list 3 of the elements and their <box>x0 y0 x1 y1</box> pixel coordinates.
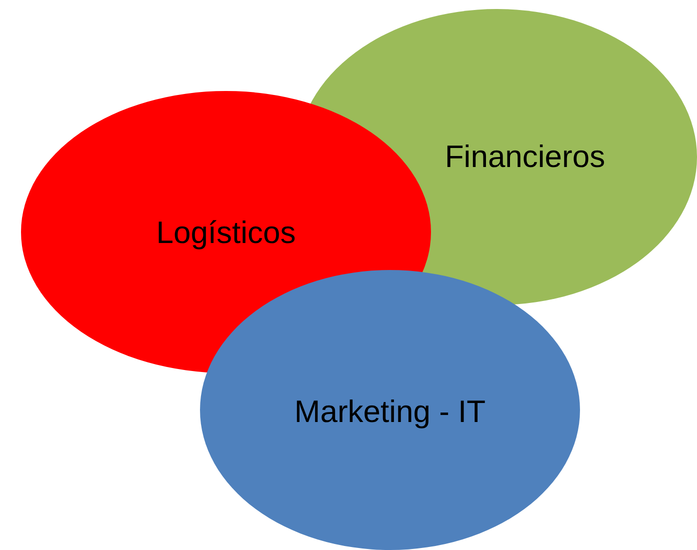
ellipse-label: Marketing - IT <box>294 394 486 430</box>
ellipse-label: Financieros <box>444 139 606 175</box>
ellipse-label: Logísticos <box>156 215 296 251</box>
